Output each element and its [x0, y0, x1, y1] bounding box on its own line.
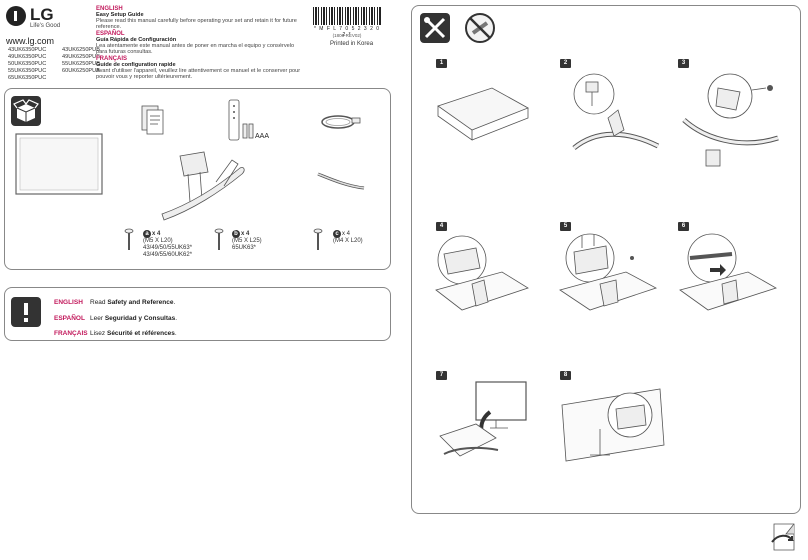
- cable-guide-icon: [317, 172, 365, 190]
- step-6-illustration: [679, 233, 777, 311]
- assembly-panel: [411, 5, 801, 514]
- lang-body: Lea atentamente este manual antes de pon…: [96, 43, 295, 55]
- safety-pre: Lisez: [90, 330, 107, 337]
- screw-b-icon: [214, 228, 224, 250]
- screw-size: (M5 X L25): [232, 238, 262, 244]
- step-4-illustration: [435, 235, 529, 311]
- step-number: 7: [436, 371, 447, 380]
- barcode-image: [313, 7, 381, 25]
- battery-label: AAA: [255, 133, 270, 140]
- lang-title: ENGLISH: [96, 6, 123, 12]
- lg-logo-icon: [6, 6, 26, 26]
- safety-pre: Read: [90, 299, 108, 306]
- brand-name: LG: [30, 5, 54, 24]
- lang-heading: Guide de configuration rapide: [96, 62, 176, 68]
- model-item: 49UK6350PUC: [8, 54, 47, 60]
- model-item: 65UK6350PUC: [8, 75, 47, 81]
- safety-doc: Sécurité et références: [106, 330, 175, 337]
- step-number: 1: [436, 59, 447, 68]
- step-7-illustration: [439, 381, 527, 457]
- step-5-illustration: [559, 233, 658, 311]
- screw-models: 65UK63*: [232, 245, 257, 251]
- model-list: 43UK6350PUC 49UK6350PUC 50UK6350PUC 55UK…: [8, 47, 116, 82]
- brand-tagline: Life's Good: [30, 23, 61, 29]
- model-item: 49UK6250PUB: [62, 54, 100, 60]
- no-cutter-icon: [465, 13, 495, 43]
- screw-size: (M4 X L20): [333, 238, 363, 244]
- step-2-illustration: [572, 73, 660, 150]
- box-contents-icon: [11, 96, 41, 126]
- lang-block-english: ENGLISH Easy Setup Guide Please read thi…: [96, 6, 306, 30]
- safety-list: ENGLISH Read Safety and Reference. ESPAÑO…: [54, 294, 177, 341]
- screw-count: x 4: [241, 231, 250, 237]
- lang-block-french: FRANÇAIS Guide de configuration rapide A…: [96, 56, 306, 80]
- step-number: 4: [436, 222, 447, 231]
- cable-holder-icon: [321, 115, 361, 129]
- model-item: 55UK6350PUC: [8, 68, 47, 74]
- safety-row: ESPAÑOL Leer Seguridad y Consultas.: [54, 310, 177, 326]
- safety-lang: ENGLISH: [54, 299, 83, 306]
- step-number: 5: [560, 222, 571, 231]
- safety-lang: FRANÇAIS: [54, 330, 88, 337]
- page-turn-icon: [771, 523, 795, 551]
- lang-block-spanish: ESPAÑOL Guía Rápida de Configuración Lea…: [96, 31, 306, 55]
- stand-icon: [161, 151, 245, 221]
- safety-doc: Seguridad y Consultas: [104, 314, 176, 322]
- step-3-illustration: [682, 73, 779, 167]
- safety-lang: ESPAÑOL: [54, 314, 85, 322]
- step-number: 3: [678, 59, 689, 68]
- tv-screen-icon: [15, 133, 103, 195]
- safety-post: .: [173, 299, 176, 306]
- screw-size: (M5 X L20): [143, 238, 173, 244]
- safety-panel: [4, 287, 391, 341]
- lang-heading: Guía Rápida de Configuración: [96, 37, 177, 43]
- printed-origin: Printed in Korea: [330, 41, 374, 47]
- barcode-date: (1806-REV02): [332, 33, 362, 38]
- brand-url[interactable]: www.lg.com: [6, 36, 55, 46]
- model-item: 43UK6350PUC: [8, 47, 47, 53]
- model-item: 50UK6350PUC: [8, 61, 47, 67]
- screw-a-icon: [124, 228, 134, 250]
- screw-c-icon: [313, 228, 323, 250]
- intro-texts: ENGLISH Easy Setup Guide Please read thi…: [96, 5, 306, 80]
- screw-letter: c: [333, 230, 341, 238]
- safety-post: .: [174, 330, 177, 337]
- step-number: 6: [678, 222, 689, 231]
- screw-count: x 4: [152, 231, 161, 237]
- safety-row: ENGLISH Read Safety and Reference.: [54, 294, 177, 310]
- step-number: 8: [560, 371, 571, 380]
- tools-icon: [420, 13, 450, 43]
- step-1-illustration: [437, 87, 529, 141]
- screw-letter: a: [143, 230, 151, 238]
- barcode-number: * M F L 7 0 5 2 3 2 0 2 *: [313, 26, 381, 38]
- lang-title: FRANÇAIS: [96, 56, 127, 62]
- lang-body: Avant d'utiliser l'appareil, veuillez li…: [96, 68, 301, 80]
- safety-post: .: [175, 314, 178, 322]
- model-item: 60UK6250PUB: [62, 68, 100, 74]
- screw-models: 43/49/50/55UK63* 43/49/55/60UK62*: [143, 245, 193, 258]
- manual-icon: [141, 105, 164, 135]
- model-item: 55UK6250PUB: [62, 61, 100, 67]
- accessories-panel: [4, 88, 391, 270]
- lang-title: ESPAÑOL: [96, 31, 125, 37]
- step-number: 2: [560, 59, 571, 68]
- screw-count: x 4: [342, 231, 351, 237]
- lang-heading: Easy Setup Guide: [96, 12, 144, 18]
- remote-icon: [228, 99, 254, 141]
- lang-body: Please read this manual carefully before…: [96, 18, 297, 30]
- warning-icon: [11, 297, 41, 327]
- step-8-illustration: [561, 388, 665, 462]
- safety-doc: Safety and Reference: [107, 299, 174, 306]
- safety-pre: Leer: [90, 314, 105, 322]
- model-item: 43UK6250PUB: [62, 47, 100, 53]
- screw-letter: b: [232, 230, 240, 238]
